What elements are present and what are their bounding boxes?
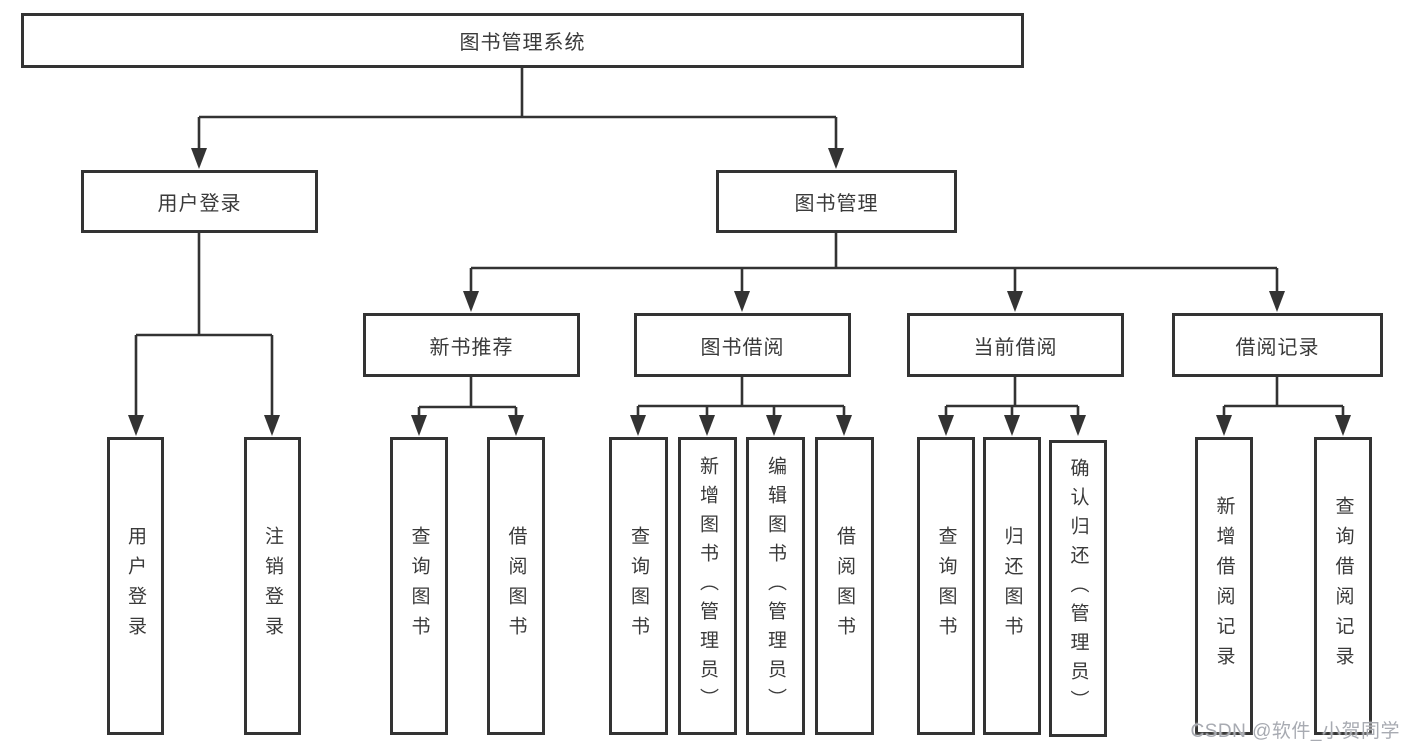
connector-book-borrow [630,377,852,436]
node-library-system: 图书管理系统 [21,13,1024,68]
leaf-add-borrow-record: 新增借阅记录 [1195,437,1253,735]
leaf-add-books-admin: 新增图书（管理员） [678,437,737,735]
leaf-confirm-return-admin-label: 确认归还（管理员） [1067,458,1089,719]
connector-current-borrow [938,377,1086,436]
leaf-add-books-admin-label: 新增图书（管理员） [697,455,718,717]
connector-borrow-records [1216,377,1351,436]
leaf-return-books: 归还图书 [983,437,1041,735]
leaf-query-books-recommend-label: 查询图书 [408,526,430,646]
leaf-borrow-books-borrowing: 借阅图书 [815,437,874,735]
leaf-logout: 注销登录 [244,437,301,735]
connector-root [191,68,844,169]
leaf-edit-books-admin-label: 编辑图书（管理员） [765,455,786,717]
leaf-query-borrow-record: 查询借阅记录 [1314,437,1372,735]
leaf-return-books-label: 归还图书 [1001,526,1023,646]
leaf-borrow-books-recommend-label: 借阅图书 [505,526,527,646]
connector-user-login [128,233,280,436]
leaf-borrow-books-recommend: 借阅图书 [487,437,545,735]
node-borrowing-records: 借阅记录 [1172,313,1383,377]
leaf-user-login: 用户登录 [107,437,164,735]
leaf-add-borrow-record-label: 新增借阅记录 [1213,496,1235,676]
leaf-borrow-books-borrowing-label: 借阅图书 [834,526,855,646]
leaf-query-borrow-record-label: 查询借阅记录 [1332,496,1354,676]
leaf-edit-books-admin: 编辑图书（管理员） [746,437,805,735]
leaf-confirm-return-admin: 确认归还（管理员） [1049,440,1107,737]
node-current-borrowing: 当前借阅 [907,313,1124,377]
watermark: CSDN @软件_小贺同学 [1190,721,1400,742]
leaf-query-books-borrowing: 查询图书 [609,437,668,735]
connector-new-books [411,377,524,436]
connector-book-mgmt [463,233,1285,312]
node-book-management: 图书管理 [716,170,957,233]
leaf-query-books-current: 查询图书 [917,437,975,735]
leaf-query-books-current-label: 查询图书 [935,526,957,646]
leaf-query-books-borrowing-label: 查询图书 [628,526,649,646]
leaf-logout-label: 注销登录 [262,526,283,646]
leaf-query-books-recommend: 查询图书 [390,437,448,735]
leaf-user-login-label: 用户登录 [125,526,146,646]
node-user-login: 用户登录 [81,170,318,233]
node-book-borrowing: 图书借阅 [634,313,851,377]
node-new-book-recommend: 新书推荐 [363,313,580,377]
